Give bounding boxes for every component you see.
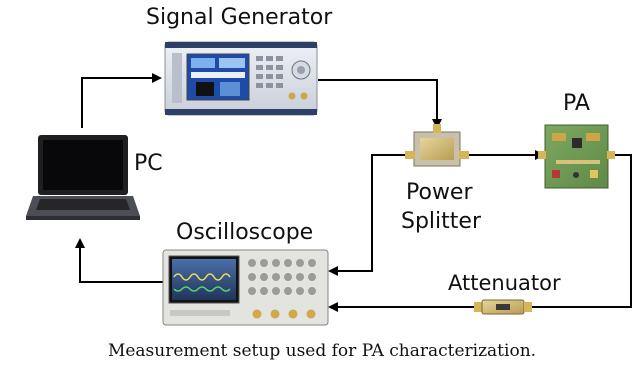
pc-label: PC (134, 151, 163, 176)
connection-arrows (75, 73, 632, 312)
attenuator-image (474, 299, 532, 315)
signal-generator-label: Signal Generator (146, 5, 333, 30)
attenuator-label: Attenuator (448, 271, 561, 295)
splitter-label: Splitter (401, 209, 481, 234)
power-label: Power (406, 180, 473, 205)
arrow-pa-to-attenuator (532, 154, 632, 308)
oscilloscope-label: Oscilloscope (176, 220, 314, 245)
pa-label: PA (563, 91, 590, 116)
figure-caption: Measurement setup used for PA characteri… (107, 341, 537, 361)
arrow-generator-to-splitter (318, 79, 442, 129)
oscilloscope-image (162, 249, 329, 326)
signal-generator-image (164, 41, 318, 116)
arrow-pc-to-generator (81, 73, 162, 128)
arrow-splitter-to-oscilloscope (328, 154, 412, 276)
power-splitter-image (405, 124, 469, 167)
arrow-oscilloscope-to-pc (75, 238, 165, 283)
laptop-image (26, 135, 140, 220)
pa-board-image (538, 124, 615, 189)
